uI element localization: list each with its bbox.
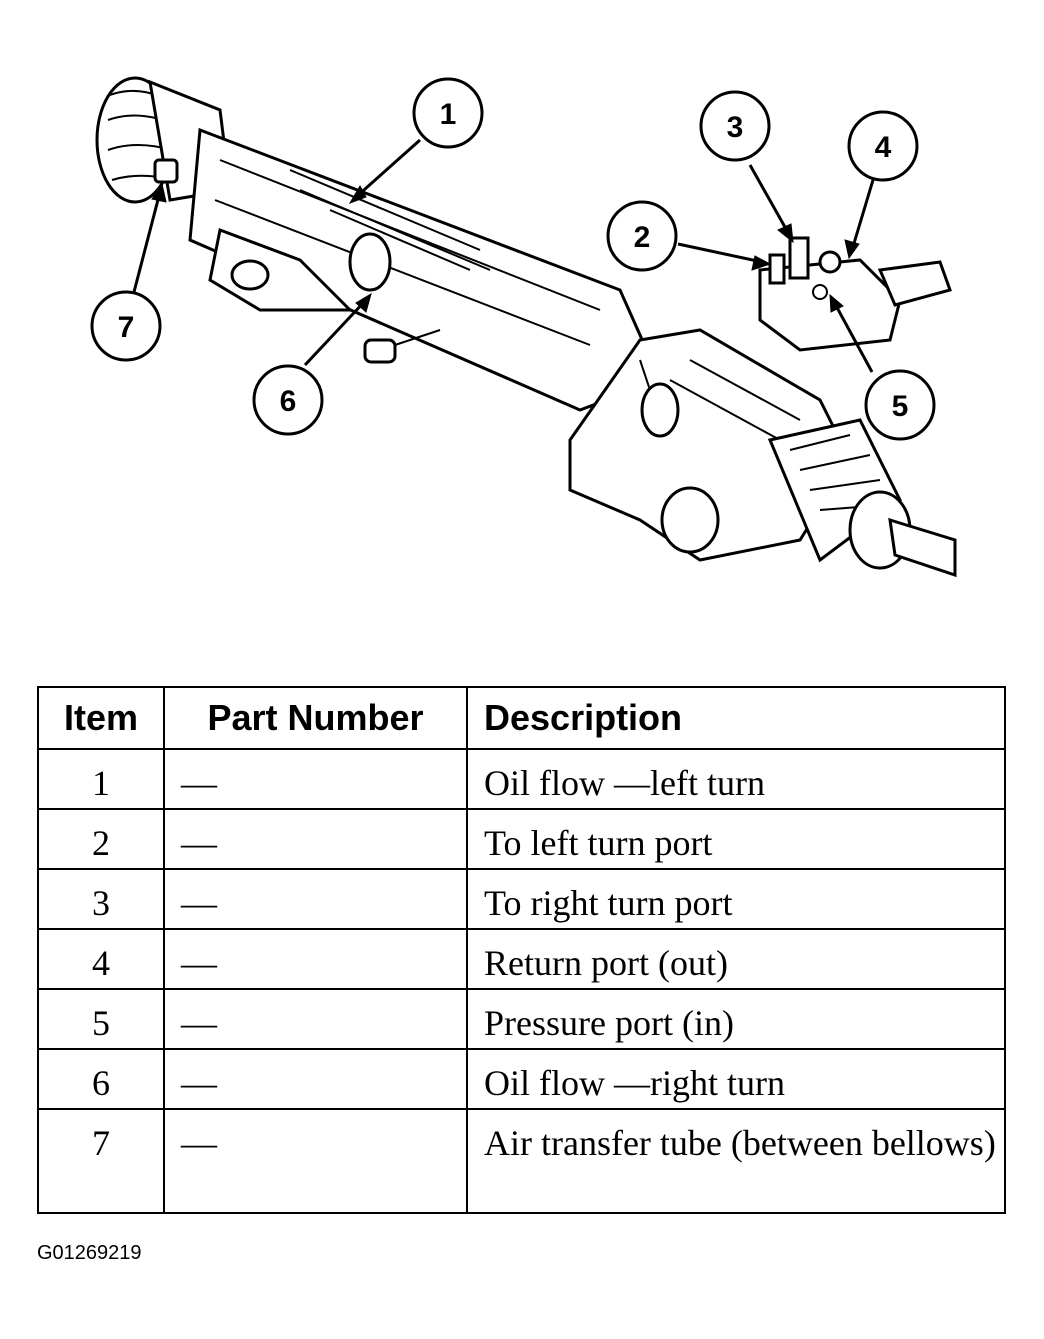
callout-6-label: 6 bbox=[280, 385, 297, 418]
rack-housing bbox=[188, 127, 663, 412]
cell-description: Air transfer tube (between bellows) bbox=[466, 1108, 1006, 1214]
table-row: 2 — To left turn port bbox=[37, 808, 1006, 870]
callout-3-label: 3 bbox=[727, 111, 744, 144]
table-row: 6 — Oil flow —right turn bbox=[37, 1048, 1006, 1110]
callout-2-label: 2 bbox=[634, 221, 651, 254]
cell-description: Oil flow —left turn bbox=[466, 748, 1006, 810]
callout-1-label: 1 bbox=[440, 98, 457, 131]
cell-item: 3 bbox=[37, 868, 165, 930]
figure-code: G01269219 bbox=[37, 1242, 142, 1264]
leader-1-arrowhead bbox=[348, 184, 367, 204]
cell-item: 2 bbox=[37, 808, 165, 870]
leader-2-arrowhead bbox=[751, 255, 772, 271]
header-item: Item bbox=[37, 686, 165, 750]
leader-5 bbox=[832, 301, 874, 373]
table-header-row: Item Part Number Description bbox=[37, 686, 1006, 750]
cell-description: To right turn port bbox=[466, 868, 1006, 930]
callout-5-label: 5 bbox=[892, 390, 909, 423]
cell-part-number: — bbox=[163, 808, 468, 870]
cell-description: To left turn port bbox=[466, 808, 1006, 870]
callout-7: 7 bbox=[90, 290, 162, 362]
cell-item: 6 bbox=[37, 1048, 165, 1110]
table-row: 4 — Return port (out) bbox=[37, 928, 1006, 990]
air-transfer-fitting bbox=[153, 158, 179, 184]
cell-part-number: — bbox=[163, 748, 468, 810]
table-row: 3 — To right turn port bbox=[37, 868, 1006, 930]
pinion-housing bbox=[568, 328, 852, 562]
callout-1: 1 bbox=[412, 77, 484, 149]
cell-part-number: — bbox=[163, 928, 468, 990]
leader-4 bbox=[850, 179, 875, 251]
cell-part-number: — bbox=[163, 988, 468, 1050]
callout-5: 5 bbox=[864, 369, 936, 441]
parts-table: Item Part Number Description 1 — Oil flo… bbox=[37, 686, 1006, 1214]
cell-part-number: — bbox=[163, 1108, 468, 1214]
callout-6: 6 bbox=[252, 364, 324, 436]
leader-3 bbox=[748, 164, 792, 237]
leader-1 bbox=[354, 138, 421, 200]
table-row: 7 — Air transfer tube (between bellows) bbox=[37, 1108, 1006, 1214]
leader-7-arrowhead bbox=[151, 182, 167, 203]
callout-7-label: 7 bbox=[118, 311, 135, 344]
cell-item: 1 bbox=[37, 748, 165, 810]
leader-7 bbox=[132, 191, 162, 293]
header-part-number: Part Number bbox=[163, 686, 468, 750]
cell-part-number: — bbox=[163, 868, 468, 930]
header-description: Description bbox=[466, 686, 1006, 750]
leader-6 bbox=[303, 298, 368, 367]
leader-3-arrowhead bbox=[777, 223, 794, 244]
callout-3: 3 bbox=[699, 90, 771, 162]
valve-body bbox=[758, 236, 952, 352]
callout-2: 2 bbox=[606, 200, 678, 272]
callout-4-label: 4 bbox=[875, 131, 892, 164]
cell-item: 5 bbox=[37, 988, 165, 1050]
cell-description: Pressure port (in) bbox=[466, 988, 1006, 1050]
lower-fitting bbox=[363, 329, 441, 364]
table-row: 1 — Oil flow —left turn bbox=[37, 748, 1006, 810]
cell-item: 4 bbox=[37, 928, 165, 990]
cell-part-number: — bbox=[163, 1048, 468, 1110]
steering-gear-diagram: 1 2 3 4 5 6 7 bbox=[90, 76, 957, 578]
callout-4: 4 bbox=[847, 110, 919, 182]
cell-item: 7 bbox=[37, 1108, 165, 1214]
cell-description: Return port (out) bbox=[466, 928, 1006, 990]
table-row: 5 — Pressure port (in) bbox=[37, 988, 1006, 1050]
leader-4-arrowhead bbox=[844, 239, 860, 260]
cell-description: Oil flow —right turn bbox=[466, 1048, 1006, 1110]
right-bellows bbox=[767, 418, 957, 578]
leader-5-arrowhead bbox=[829, 293, 844, 313]
leader-2 bbox=[677, 242, 763, 264]
leader-6-arrowhead bbox=[355, 292, 372, 313]
